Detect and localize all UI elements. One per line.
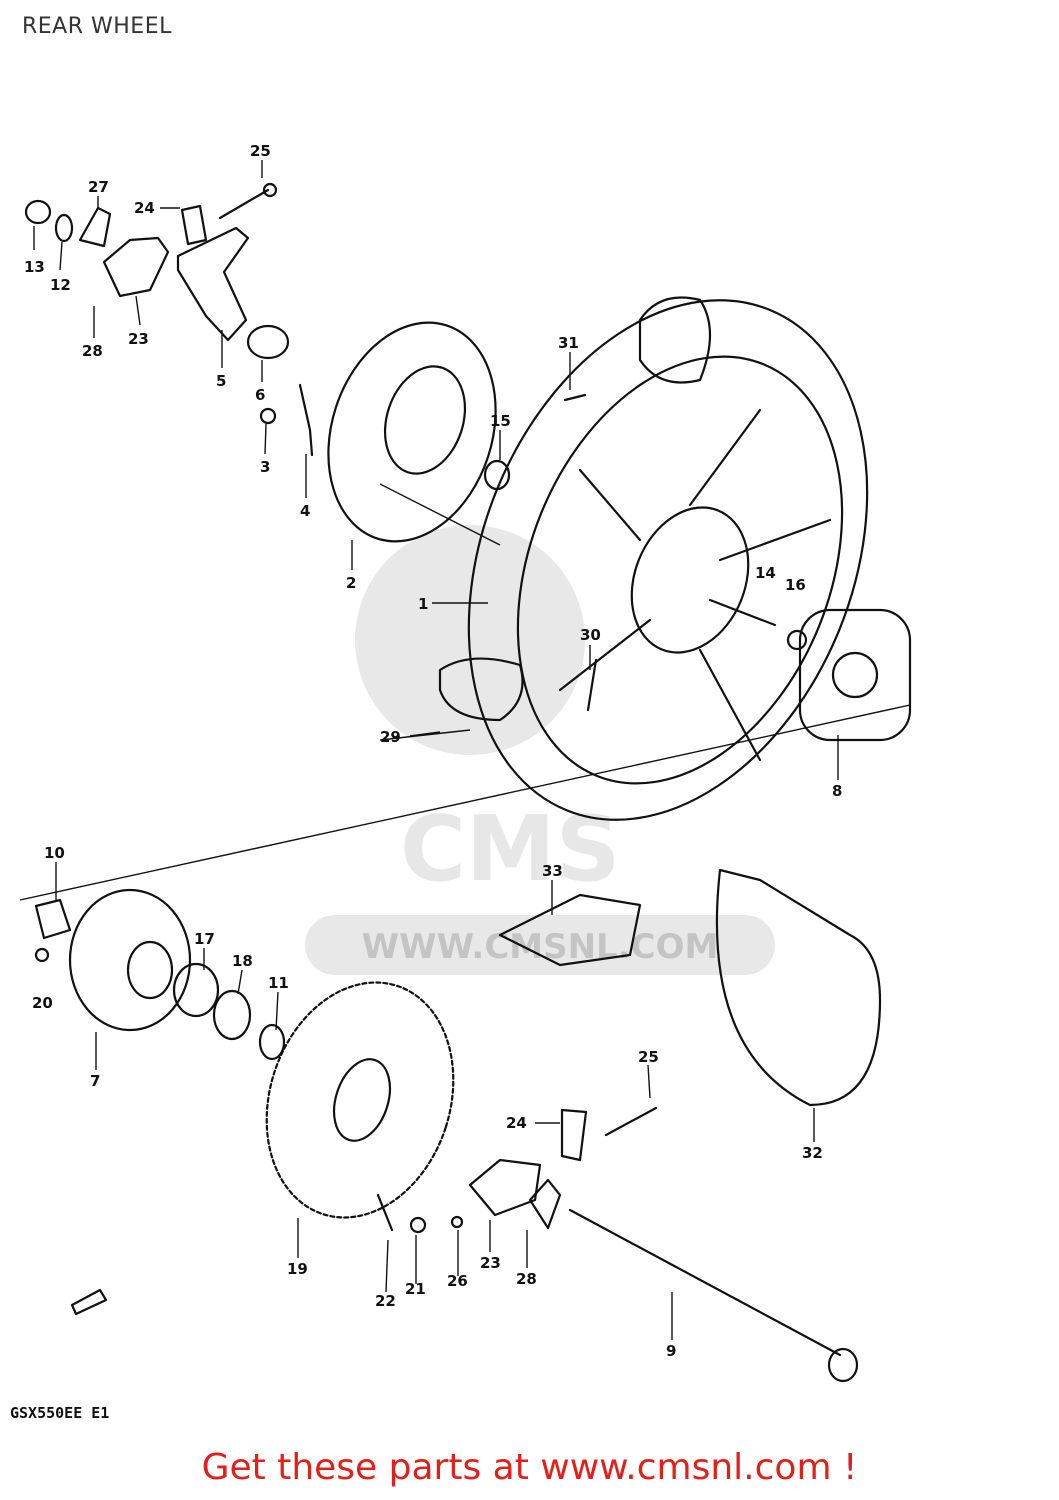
callout-31: 31 [558, 334, 579, 352]
callout-19: 19 [287, 1260, 308, 1278]
callout-26: 26 [447, 1272, 468, 1290]
part-26-screw [450, 1215, 464, 1229]
part-9-axle [568, 1208, 842, 1357]
page-title: REAR WHEEL [22, 14, 172, 39]
part-6-spacer [246, 324, 290, 360]
part-13-nut [24, 199, 52, 225]
callout-2: 2 [346, 574, 356, 592]
axle-hardware [70, 1106, 859, 1383]
part-15-bearing [483, 459, 511, 491]
callout-33: 33 [542, 862, 563, 880]
part-3-bolt-head [259, 407, 277, 425]
callout-14: 14 [755, 564, 776, 582]
rim [516, 355, 844, 785]
part-25-bolt [218, 188, 270, 220]
rear-wheel [438, 296, 869, 821]
part-22-lock-washer [376, 1193, 394, 1232]
callout-21: 21 [405, 1280, 426, 1298]
callout-30: 30 [580, 626, 601, 644]
part-18-bearing [212, 989, 252, 1041]
part-21-nut [409, 1216, 427, 1234]
tyre-outer [467, 299, 869, 821]
watermark-brand: CMS [400, 797, 620, 902]
part-5-torque-arm [176, 226, 250, 342]
callout-10: 10 [44, 844, 65, 862]
callout-20: 20 [32, 994, 53, 1012]
cush-drive-dampers [798, 608, 912, 742]
part-23-caliper-holder [102, 236, 170, 298]
part-16-bearing [786, 629, 808, 651]
callout-18: 18 [232, 952, 253, 970]
get-parts-link[interactable]: Get these parts at www.cmsnl.com ! [201, 1447, 858, 1488]
part-32-drive-chain [715, 868, 882, 1107]
callout-24b: 24 [506, 1114, 527, 1132]
callout-23: 23 [128, 330, 149, 348]
callout-4: 4 [300, 502, 310, 520]
callout-3: 3 [260, 458, 270, 476]
part-4-hose [298, 383, 314, 457]
callout-29: 29 [380, 728, 401, 746]
rear-sprocket [265, 981, 455, 1234]
callout-5: 5 [216, 372, 226, 390]
forward-arrow [70, 1288, 108, 1316]
part-28-plate [528, 1178, 562, 1230]
sprocket-drum [34, 888, 286, 1061]
tyre-cut-bottom [438, 657, 524, 722]
part-31-nipple [563, 393, 587, 402]
brake-disc [327, 321, 511, 543]
callout-32: 32 [802, 1144, 823, 1162]
part-24-adjuster [560, 1108, 588, 1162]
callout-9: 9 [666, 1342, 676, 1360]
hub [630, 506, 750, 654]
part-24-bushing [180, 204, 208, 246]
callout-23b: 23 [480, 1254, 501, 1272]
part-20-bolt [34, 947, 50, 963]
part-14-axle-sleeve [708, 598, 777, 627]
callout-17: 17 [194, 930, 215, 948]
callout-27: 27 [88, 178, 109, 196]
callout-13: 13 [24, 258, 45, 276]
callout-24: 24 [134, 199, 155, 217]
callout-28: 28 [82, 342, 103, 360]
callout-6: 6 [255, 386, 265, 404]
watermark-url: WWW.CMSNL.COM [362, 927, 719, 967]
model-code: GSX550EE E1 [10, 1404, 109, 1422]
part-23-holder [468, 1158, 542, 1217]
callout-1: 1 [418, 595, 428, 613]
callout-25b: 25 [638, 1048, 659, 1066]
assembly-lines [19, 483, 911, 901]
part-12-washer [54, 213, 74, 243]
callout-7: 7 [90, 1072, 100, 1090]
tyre-cut-top [638, 296, 712, 384]
part-11-spacer [258, 1023, 286, 1061]
callout-22: 22 [375, 1292, 396, 1310]
callout-25: 25 [250, 142, 271, 160]
part-10-spacer [34, 898, 72, 940]
leader-lines [33, 160, 839, 1340]
caliper-bracket-assembly [24, 182, 314, 457]
callout-12: 12 [50, 276, 71, 294]
callout-28b: 28 [516, 1270, 537, 1288]
part-7-drum [68, 888, 192, 1032]
callout-11: 11 [268, 974, 289, 992]
callout-8: 8 [832, 782, 842, 800]
callout-16: 16 [785, 576, 806, 594]
callout-labels: 25 27 24 13 12 23 28 5 6 3 4 15 2 31 1 1… [24, 142, 842, 1360]
part-30-valve [586, 658, 598, 712]
callout-15: 15 [490, 412, 511, 430]
part-17-oil-seal [172, 962, 220, 1018]
wheel-spokes [558, 408, 832, 762]
part-25-bolt [604, 1106, 658, 1137]
part-33-rim-band [498, 893, 642, 967]
part-27-plate [78, 206, 112, 248]
